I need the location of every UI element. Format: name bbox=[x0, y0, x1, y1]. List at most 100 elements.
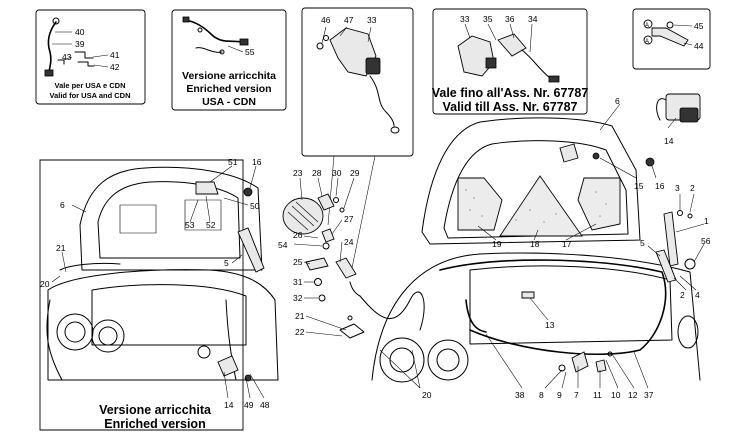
part-28 bbox=[317, 193, 335, 211]
callout-32: 32 bbox=[293, 293, 303, 303]
callout-44: 44 bbox=[694, 41, 704, 51]
caption-enriched-usa-2: Enriched version bbox=[186, 83, 271, 95]
clip-42 bbox=[77, 61, 95, 67]
callout-50: 50 bbox=[250, 201, 260, 211]
cap-56 bbox=[684, 258, 696, 270]
open-lid-main bbox=[421, 117, 641, 245]
inset-enriched-usa-frame bbox=[171, 9, 287, 111]
lock-24 bbox=[335, 257, 357, 279]
callout-4: 4 bbox=[695, 290, 700, 300]
actuator-14-detail: 14 bbox=[656, 93, 701, 146]
car-rear-left bbox=[47, 269, 279, 381]
callout-1: 1 bbox=[704, 216, 709, 226]
callout-5a: 5 bbox=[224, 258, 229, 268]
callout-49: 49 bbox=[244, 400, 254, 410]
cable-eye bbox=[52, 17, 60, 25]
inset-usa-cdn-frame bbox=[35, 9, 146, 105]
callout-21b: 21 bbox=[295, 311, 305, 321]
callout-28: 28 bbox=[312, 168, 322, 178]
callout-41: 41 bbox=[110, 50, 120, 60]
tail-light-left-2 bbox=[91, 319, 125, 353]
callout-39: 39 bbox=[75, 39, 85, 49]
actuator-bottom-left bbox=[217, 355, 239, 377]
callout-46: 46 bbox=[321, 15, 331, 25]
callout-24: 24 bbox=[344, 237, 354, 247]
callout-9: 9 bbox=[557, 390, 562, 400]
callout-56: 56 bbox=[701, 236, 711, 246]
release-cable-20 bbox=[359, 291, 425, 331]
callout-55: 55 bbox=[245, 47, 255, 57]
hinge-1 bbox=[663, 211, 679, 267]
part-25 bbox=[305, 257, 329, 271]
callout-14b: 14 bbox=[224, 400, 234, 410]
callout-38: 38 bbox=[515, 390, 525, 400]
inset-part-44: A A 45 44 bbox=[632, 8, 711, 70]
caption-usa-it: Vale per USA e CDN bbox=[55, 81, 126, 90]
inset-lock-frame bbox=[301, 7, 414, 157]
caption-usa-en: Valid for USA and CDN bbox=[50, 91, 131, 100]
trunk-cavity-main bbox=[469, 265, 673, 345]
callout-37: 37 bbox=[644, 390, 654, 400]
callout-42: 42 bbox=[110, 62, 120, 72]
callout-18: 18 bbox=[530, 239, 540, 249]
inset-usa-cdn: 40 39 43 41 42 Vale per USA e CDN Valid … bbox=[35, 9, 146, 105]
callout-6a: 6 bbox=[60, 200, 65, 210]
callout-5b: 5 bbox=[640, 238, 645, 248]
lid-inner-panel-left bbox=[97, 181, 241, 259]
inset-enriched-usa: 55 Versione arricchita Enriched version … bbox=[171, 9, 287, 111]
callout-52: 52 bbox=[206, 220, 216, 230]
bracket-21-22 bbox=[339, 323, 365, 339]
inset-valid-till-frame bbox=[432, 8, 588, 115]
callout-16b: 16 bbox=[655, 181, 665, 191]
part-26 bbox=[321, 228, 335, 243]
callout-30: 30 bbox=[332, 168, 342, 178]
callout-20a: 20 bbox=[40, 279, 50, 289]
callout-40: 40 bbox=[75, 27, 85, 37]
callout-33b: 33 bbox=[460, 14, 470, 24]
bracket-35 bbox=[497, 33, 527, 57]
caption-enriched-en: Enriched version bbox=[104, 417, 205, 431]
car-body-main bbox=[371, 252, 701, 381]
clip-41 bbox=[74, 51, 94, 59]
center-exploded-parts: 23 28 30 29 27 26 54 24 25 31 32 21 22 2… bbox=[278, 168, 432, 400]
part-11 bbox=[595, 359, 607, 373]
cable-38 bbox=[465, 299, 487, 333]
callout-33a: 33 bbox=[367, 15, 377, 25]
callout-34: 34 bbox=[528, 14, 538, 24]
insulation-17 bbox=[577, 177, 621, 231]
callout-22: 22 bbox=[295, 327, 305, 337]
callout-13: 13 bbox=[545, 320, 555, 330]
cable-end bbox=[44, 69, 54, 77]
caption-valid-en: Valid till Ass. Nr. 67787 bbox=[442, 100, 577, 114]
inset-enriched-left-frame bbox=[39, 159, 244, 431]
callout-48: 48 bbox=[260, 400, 270, 410]
insulation-19 bbox=[457, 177, 503, 231]
inset-valid-till: 33 35 36 34 Vale fino all'Ass. Nr. 67787… bbox=[432, 8, 588, 115]
callout-12: 12 bbox=[628, 390, 638, 400]
callout-51: 51 bbox=[228, 157, 238, 167]
callout-47: 47 bbox=[344, 15, 354, 25]
callout-54: 54 bbox=[278, 240, 288, 250]
insulation-18 bbox=[499, 175, 583, 237]
callout-20b: 20 bbox=[422, 390, 432, 400]
bump-16 bbox=[645, 157, 655, 167]
callout-7: 7 bbox=[574, 390, 579, 400]
inset-lock-detail: 46 47 33 bbox=[301, 7, 414, 269]
main-trunk-assembly: 6 15 16 19 18 17 3 2 1 5 56 2 4 13 38 8 … bbox=[371, 96, 711, 400]
tail-light-left-1 bbox=[56, 313, 94, 351]
lever-44 bbox=[651, 27, 689, 47]
open-lid-left bbox=[79, 166, 263, 271]
callout-19: 19 bbox=[492, 239, 502, 249]
callout-15: 15 bbox=[634, 181, 644, 191]
callout-17: 17 bbox=[562, 239, 572, 249]
callout-11: 11 bbox=[593, 390, 602, 400]
inset-enriched-left: 51 16 6 50 53 52 21 20 5 14 49 48 Versio… bbox=[39, 157, 279, 431]
caption-enriched-usa-3: USA - CDN bbox=[202, 96, 256, 108]
lock-15 bbox=[559, 143, 579, 163]
tail-light-main-2 bbox=[427, 339, 469, 381]
cable-part bbox=[47, 21, 57, 73]
callout-3: 3 bbox=[675, 183, 680, 193]
callout-29: 29 bbox=[350, 168, 360, 178]
callout-2b: 2 bbox=[680, 290, 685, 300]
